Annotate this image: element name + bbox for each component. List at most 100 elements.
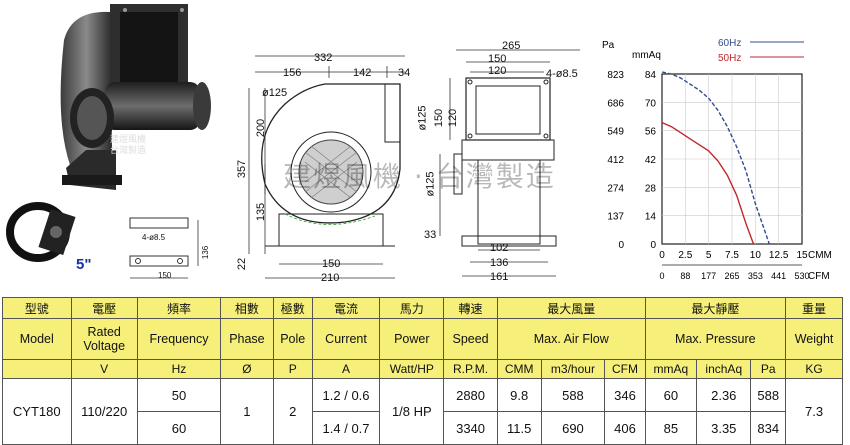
legend-label: 60Hz bbox=[718, 38, 741, 49]
dim-265: 265 bbox=[502, 40, 521, 52]
cell-freq: 50 bbox=[136, 378, 222, 412]
unit-row: V Hz Ø P A Watt/HP R.P.M. CMM m3/hour CF… bbox=[2, 359, 843, 379]
hdr-cn-speed: 轉速 bbox=[443, 297, 498, 319]
y-left-tick: 412 bbox=[607, 155, 624, 166]
hdr-cn-current: 電流 bbox=[311, 297, 381, 319]
watermark-text: 建煜風機 · 台灣製造 bbox=[283, 160, 556, 193]
hdr-cn-freq: 頻率 bbox=[136, 297, 222, 319]
x-top-tick: 0 bbox=[659, 250, 665, 261]
y-right-tick: 70 bbox=[645, 98, 657, 109]
dim-142: 142 bbox=[353, 67, 372, 79]
cell-cmm: 11.5 bbox=[496, 411, 542, 445]
dim-161: 161 bbox=[490, 271, 509, 283]
dim-102: 102 bbox=[490, 242, 509, 254]
brand-badge: 建煜風機 台灣製造 bbox=[110, 135, 158, 157]
cell-pa: 588 bbox=[750, 378, 787, 412]
unit-power: Watt/HP bbox=[379, 359, 445, 379]
dim-outlet-125: ø125 bbox=[416, 105, 429, 131]
cell-inchaq: 3.35 bbox=[696, 411, 752, 445]
cell-cfm: 346 bbox=[604, 378, 646, 412]
unit-mmaq: mmAq bbox=[644, 359, 698, 379]
hdr-en-phase: Phase bbox=[220, 318, 274, 360]
y-left-tick: 274 bbox=[607, 183, 624, 194]
flange-photo bbox=[6, 202, 76, 262]
y-right-label: mmAq bbox=[632, 50, 661, 61]
y-left-tick: 137 bbox=[607, 212, 624, 223]
hdr-en-current: Current bbox=[311, 318, 381, 360]
cell-cmm: 9.8 bbox=[496, 378, 542, 412]
dim-135: 135 bbox=[255, 202, 268, 222]
dim-332: 332 bbox=[314, 52, 333, 64]
front-view-drawing bbox=[248, 55, 405, 279]
dim-357: 357 bbox=[236, 159, 249, 179]
hdr-cn-power: 馬力 bbox=[379, 297, 445, 319]
hdr-en-speed: Speed bbox=[443, 318, 498, 360]
cell-speed: 2880 bbox=[443, 378, 498, 412]
unit-cfm: CFM bbox=[604, 359, 646, 379]
cell-phase: 1 bbox=[220, 378, 274, 445]
hdr-en-power: Power bbox=[379, 318, 445, 360]
cell-weight: 7.3 bbox=[785, 378, 843, 445]
bracket-drawing bbox=[129, 217, 199, 279]
bracket-height-label: 136 bbox=[201, 245, 211, 260]
unit-phase: Ø bbox=[220, 359, 274, 379]
x-top-tick: 7.5 bbox=[725, 250, 739, 261]
header-row-en: Model Rated Voltage Frequency Phase Pole… bbox=[2, 318, 843, 360]
unit-pa: Pa bbox=[750, 359, 787, 379]
hdr-en-model: Model bbox=[2, 318, 72, 360]
dim-210: 210 bbox=[321, 272, 340, 284]
cell-m3h: 588 bbox=[540, 378, 606, 412]
cell-m3h: 690 bbox=[540, 411, 606, 445]
spec-table: 型號 電壓 頻率 相數 極數 電流 馬力 轉速 最大風量 最大靜壓 重量 Mod… bbox=[2, 297, 843, 445]
y-right-tick: 0 bbox=[650, 240, 656, 251]
dim-200: 200 bbox=[255, 118, 268, 138]
dim-holes: 4-ø8.5 bbox=[546, 68, 578, 80]
x-top-tick: 2.5 bbox=[678, 250, 692, 261]
unit-current: A bbox=[311, 359, 381, 379]
unit-freq: Hz bbox=[136, 359, 222, 379]
dim-v150: 150 bbox=[433, 108, 446, 128]
x-top-tick: 5 bbox=[706, 250, 712, 261]
dim-156: 156 bbox=[283, 67, 302, 79]
x-bottom-tick: 88 bbox=[680, 271, 690, 281]
cell-pole: 2 bbox=[272, 378, 313, 445]
cell-speed: 3340 bbox=[443, 411, 498, 445]
x-bottom-tick: 353 bbox=[748, 271, 763, 281]
y-left-tick: 0 bbox=[618, 240, 624, 251]
hdr-en-pole: Pole bbox=[272, 318, 313, 360]
x-bottom-tick: 177 bbox=[701, 271, 716, 281]
cell-power: 1/8 HP bbox=[379, 378, 445, 445]
hdr-cn-model: 型號 bbox=[2, 297, 72, 319]
dim-flange-120: 120 bbox=[488, 65, 507, 77]
unit-pole: P bbox=[272, 359, 313, 379]
y-right-tick: 14 bbox=[645, 212, 657, 223]
dim-22: 22 bbox=[236, 257, 249, 271]
unit-cmm: CMM bbox=[496, 359, 542, 379]
unit-inchaq: inchAq bbox=[696, 359, 752, 379]
badge-line-2: 台灣製造 bbox=[110, 146, 147, 156]
y-left-tick: 549 bbox=[607, 127, 624, 138]
x-bottom-tick: 265 bbox=[724, 271, 739, 281]
badge-line-1: 建煜風機 bbox=[110, 135, 147, 145]
cell-current: 1.4 / 0.7 bbox=[311, 411, 381, 445]
hdr-cn-voltage: 電壓 bbox=[70, 297, 138, 319]
side-view-drawing bbox=[439, 49, 580, 277]
cell-inchaq: 2.36 bbox=[696, 378, 752, 412]
series-line-50Hz bbox=[661, 121, 755, 245]
x-bottom-tick: 0 bbox=[659, 271, 664, 281]
table-row: CYT180 110/220 50 1 2 1.2 / 0.6 1/8 HP 2… bbox=[2, 378, 843, 445]
hdr-cn-weight: 重量 bbox=[785, 297, 843, 319]
hdr-en-airflow: Max. Air Flow bbox=[496, 318, 646, 360]
hdr-cn-pole: 極數 bbox=[272, 297, 313, 319]
cell-freq: 60 bbox=[136, 411, 222, 445]
y-right-tick: 28 bbox=[645, 183, 657, 194]
dim-33: 33 bbox=[424, 229, 437, 241]
unit-speed: R.P.M. bbox=[443, 359, 498, 379]
header-row-cn: 型號 電壓 頻率 相數 極數 電流 馬力 轉速 最大風量 最大靜壓 重量 bbox=[2, 297, 843, 319]
x-top-tick: 10 bbox=[750, 250, 762, 261]
cell-mmaq: 60 bbox=[644, 378, 698, 412]
hdr-cn-phase: 相數 bbox=[220, 297, 274, 319]
x-bottom-tick: 441 bbox=[771, 271, 786, 281]
size-label: 5" bbox=[76, 256, 92, 273]
hdr-en-pressure: Max. Pressure bbox=[644, 318, 787, 360]
